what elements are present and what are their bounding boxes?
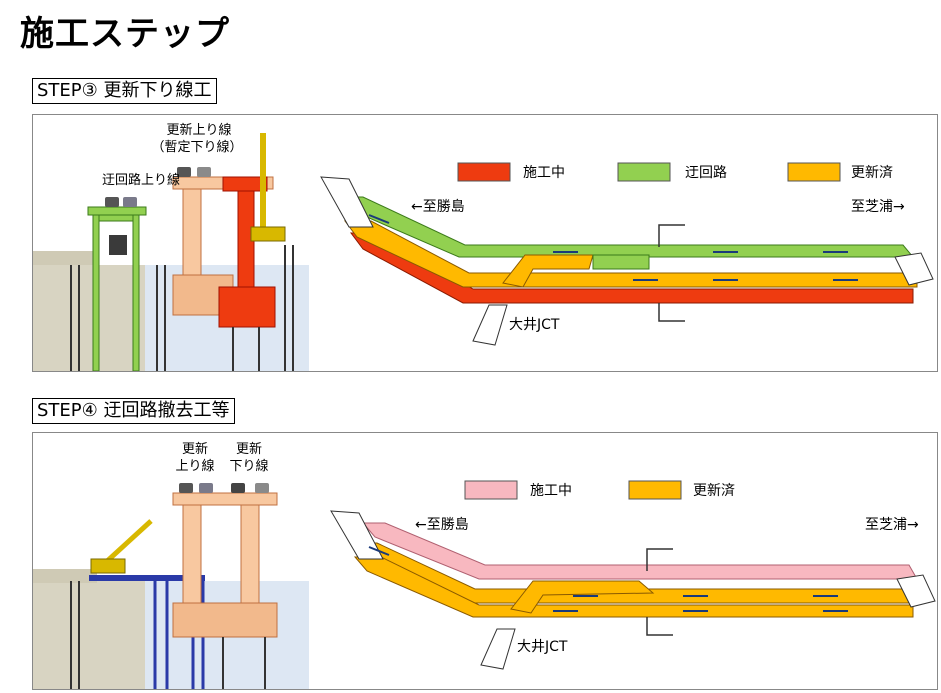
step3-legend-label-renewed: 更新済	[851, 165, 893, 181]
step3-detour-up-label: 迂回路上り線	[102, 172, 180, 188]
step4-plan-view	[330, 510, 936, 670]
step4-new-up-label-1: 更新	[182, 441, 208, 457]
step3-to-katsushima-label: ←至勝島	[411, 199, 465, 215]
step3-panel: 迂回路上り線 更新上り線 （暫定下り線） 施工中 迂回路 更新済	[32, 114, 938, 372]
step3-plan-view	[320, 176, 934, 346]
step4-ooi-jct-label: 大井JCT	[517, 639, 568, 655]
step4-legend-swatch-renewed	[628, 480, 682, 500]
step4-new-down-label-1: 更新	[236, 441, 262, 457]
step4-panel: 更新 上り線 更新 下り線 施工中 更新済	[32, 432, 938, 690]
step4-legend-label-renewed: 更新済	[693, 483, 735, 499]
step4-new-up-label-2: 上り線	[175, 458, 214, 474]
step4-to-shibaura-label: 至芝浦→	[865, 517, 919, 533]
step3-to-shibaura-label: 至芝浦→	[851, 199, 905, 215]
step3-diagram: 迂回路上り線 更新上り線 （暫定下り線） 施工中 迂回路 更新済	[33, 122, 934, 372]
step3-temp-down-label: （暫定下り線）	[151, 139, 242, 155]
step4-cross-section	[33, 483, 309, 689]
step4-legend-swatch-construction	[464, 480, 518, 500]
step4-label: STEP④ 迂回路撤去工等	[32, 398, 235, 424]
step3-label: STEP③ 更新下り線工	[32, 78, 217, 104]
step3-legend-label-detour: 迂回路	[685, 165, 727, 181]
step4-legend-label-construction: 施工中	[530, 483, 572, 499]
step4-diagram: 更新 上り線 更新 下り線 施工中 更新済	[33, 441, 936, 689]
step3-new-up-label: 更新上り線	[166, 122, 231, 138]
step3-ooi-jct-label: 大井JCT	[509, 317, 560, 333]
step3-legend-label-construction: 施工中	[523, 165, 565, 181]
step4-new-down-label-2: 下り線	[229, 458, 268, 474]
page-title: 施工ステップ	[20, 14, 230, 54]
step3-legend-swatch-detour	[617, 162, 671, 182]
step3-legend-swatch-construction	[457, 162, 511, 182]
step3-cross-section	[33, 133, 309, 372]
step3-legend-swatch-renewed	[787, 162, 841, 182]
step4-to-katsushima-label: ←至勝島	[415, 517, 469, 533]
